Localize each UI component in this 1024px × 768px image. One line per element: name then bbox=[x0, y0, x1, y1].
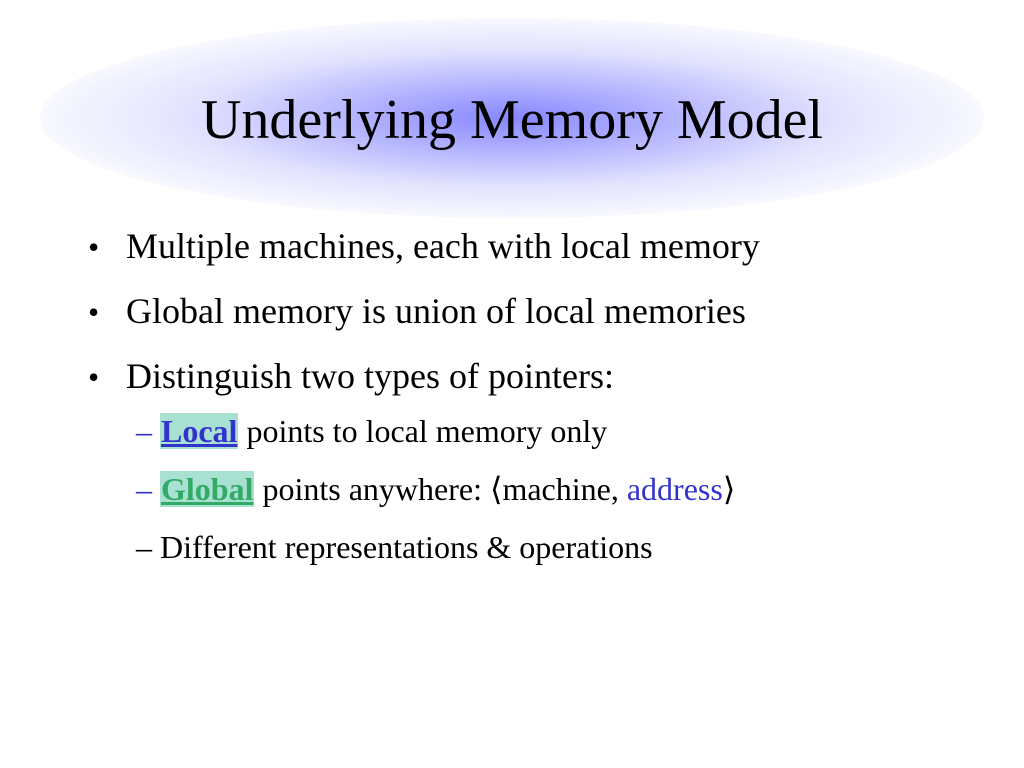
slide-body: • Multiple machines, each with local mem… bbox=[88, 226, 988, 587]
local-term-link[interactable]: Local bbox=[160, 413, 239, 449]
sub-bullet-list: – Local points to local memory only – Gl… bbox=[136, 413, 988, 565]
bullet-text: Multiple machines, each with local memor… bbox=[126, 226, 760, 266]
bullet-text: Global memory is union of local memories bbox=[126, 291, 746, 331]
slide-title: Underlying Memory Model bbox=[200, 89, 824, 151]
bullet-icon: • bbox=[88, 359, 100, 395]
bullet-item: • Distinguish two types of pointers: bbox=[88, 356, 988, 397]
address-text: address bbox=[626, 471, 723, 507]
global-term-link[interactable]: Global bbox=[160, 471, 255, 507]
sub-item-local: – Local points to local memory only bbox=[136, 413, 988, 449]
sub-item-text: – Different representations & operations bbox=[136, 529, 653, 565]
dash-icon: – bbox=[136, 471, 152, 507]
bullet-text: Distinguish two types of pointers: bbox=[126, 356, 614, 396]
dash-icon: – bbox=[136, 413, 152, 449]
bullet-item: • Global memory is union of local memori… bbox=[88, 291, 988, 332]
bullet-icon: • bbox=[88, 294, 100, 330]
title-glow bbox=[40, 18, 984, 218]
angle-close: ⟩ bbox=[722, 471, 736, 507]
bullet-item: • Multiple machines, each with local mem… bbox=[88, 226, 988, 267]
sub-item-global: – Global points anywhere: ⟨machine, addr… bbox=[136, 471, 988, 507]
sub-item-text: points anywhere: ⟨machine, bbox=[262, 471, 627, 507]
sub-item-text: points to local memory only bbox=[246, 413, 608, 449]
sub-item-different: – Different representations & operations bbox=[136, 529, 988, 565]
bullet-icon: • bbox=[88, 229, 100, 265]
